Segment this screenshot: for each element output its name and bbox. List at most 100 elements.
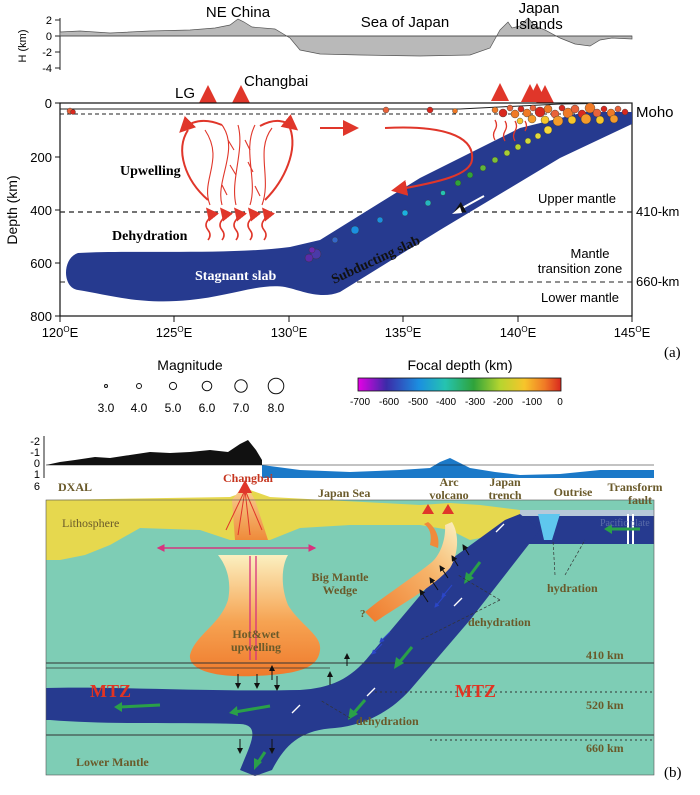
- label-dehydration-lower: dehydration: [356, 714, 419, 728]
- depth-colorbar-tick: -400: [436, 397, 456, 408]
- panel-b-land-profile: [46, 440, 262, 465]
- region-ne-china: NE China: [206, 4, 271, 21]
- depth-colorbar-tick: -600: [379, 397, 399, 408]
- depth-axis-label: Depth (km): [4, 175, 20, 244]
- depth-tick: 200: [30, 150, 52, 165]
- label-transform-line1: Transform: [607, 480, 662, 494]
- label-mtz-line2: transition zone: [538, 261, 623, 276]
- magnitude-value: 8.0: [268, 401, 285, 415]
- upwelling-return-right: [264, 127, 294, 201]
- panel-b-topo: -2 -1 0 1 6: [30, 436, 654, 493]
- arc-volcano-marker: [442, 504, 454, 514]
- magnitude-symbol: [136, 383, 142, 389]
- topo-tick: -2: [42, 47, 52, 59]
- panel-a: 2 0 -2 -4 H (km) NE China Sea of Japan J…: [4, 0, 681, 415]
- longitude-tick: 120OE: [42, 325, 79, 340]
- label-japan-sea: Japan Sea: [318, 486, 370, 500]
- magnitude-symbol: [267, 377, 285, 395]
- longitude-tick: 125OE: [156, 325, 193, 340]
- lithosphere: [46, 490, 520, 560]
- hot-wet-upwelling: [189, 555, 321, 677]
- label-660: 660-km: [636, 274, 679, 289]
- arc-magma-column: [365, 522, 458, 622]
- panel-label-b: (b): [664, 765, 682, 781]
- focal-depth-colorbar: [357, 377, 562, 392]
- panel-b: -2 -1 0 1 6: [30, 436, 682, 781]
- depth-colorbar-tick: -200: [493, 397, 513, 408]
- label-dehydration: Dehydration: [112, 229, 188, 244]
- topo-ylabel: H (km): [17, 30, 29, 63]
- magnitude-symbol: [234, 379, 248, 393]
- magnitude-title: Magnitude: [157, 357, 223, 373]
- topo-strip: 2 0 -2 -4 H (km) NE China Sea of Japan J…: [17, 0, 633, 75]
- depth-colorbar-tick: -700: [350, 397, 370, 408]
- magnitude-value: 4.0: [131, 401, 148, 415]
- longitude-tick: 135OE: [385, 325, 422, 340]
- label-hydration: hydration: [547, 581, 598, 595]
- trench-dehydration-marks: [492, 119, 528, 142]
- volcanoes: LG Changbai: [175, 73, 554, 103]
- depth-colorbar-tick: -100: [522, 397, 542, 408]
- changbai-feeder-lines: [225, 489, 263, 536]
- volcano-lg-marker: [199, 85, 217, 103]
- label-big-mantle-line1: Big Mantle: [312, 570, 370, 584]
- longitude-tick: 130OE: [271, 325, 308, 340]
- volcano-japan-marker: [536, 85, 554, 103]
- topo-tick: -4: [42, 63, 52, 75]
- panel-label-a: (a): [664, 345, 681, 361]
- depth-axis: 0 200 400 600 800 Depth (km): [4, 96, 60, 324]
- upwelling-arrow-right: [259, 114, 299, 131]
- label-hotwet-line1: Hot&wet: [232, 627, 279, 641]
- label-mtz-left: MTZ: [90, 681, 131, 701]
- dehydration-arrows: [205, 207, 275, 241]
- label-moho: Moho: [636, 104, 674, 121]
- arc-magma-conduit: [424, 522, 439, 548]
- right-labels: Moho Upper mantle 410-km Mantle transiti…: [538, 104, 680, 305]
- arc-volcano-marker: [422, 504, 434, 514]
- volcano-changbai-marker: [232, 85, 250, 103]
- panel-b-topo-tick: 1: [34, 469, 40, 481]
- slab-panel-b: [46, 514, 540, 776]
- region-sea-of-japan: Sea of Japan: [361, 14, 449, 31]
- focal-depth-title: Focal depth (km): [407, 357, 512, 373]
- magnitude-symbol: [201, 380, 213, 392]
- upwelling-arrow-left: [179, 115, 223, 133]
- volcano-japan-marker: [491, 83, 509, 101]
- label-410-km: 410 km: [586, 648, 624, 662]
- label-660-km: 660 km: [586, 741, 624, 755]
- wedge-flow-arrows: [371, 584, 453, 655]
- changbai-mound: [232, 483, 268, 540]
- slab-dehydration-arrows: [235, 544, 470, 754]
- magnitude-symbol: [168, 381, 178, 391]
- label-arc-line2: volcano: [429, 488, 468, 502]
- label-410: 410-km: [636, 204, 679, 219]
- label-changbai: Changbai: [223, 471, 274, 485]
- longitude-tick: 140OE: [500, 325, 537, 340]
- region-islands: Islands: [515, 16, 563, 33]
- magnitude-value: 7.0: [233, 401, 250, 415]
- volcano-label-lg: LG: [175, 85, 195, 102]
- green-flow-arrows: [119, 527, 640, 765]
- leader-lines: [319, 539, 586, 719]
- label-dehydration-upper: dehydration: [468, 615, 531, 629]
- label-big-mantle-line2: Wedge: [323, 583, 358, 597]
- label-lithosphere: Lithosphere: [62, 516, 119, 530]
- longitude-tick: 145OE: [614, 325, 651, 340]
- magnitude-symbol: [104, 384, 108, 388]
- label-mtz-right: MTZ: [455, 681, 496, 701]
- panel-b-sea-profile: [262, 458, 654, 478]
- label-trench-line1: Japan: [489, 475, 521, 489]
- magnitude-value: 5.0: [165, 401, 182, 415]
- label-mtz-line1: Mantle: [570, 246, 609, 261]
- depth-tick: 800: [30, 309, 52, 324]
- label-question: ?: [360, 608, 366, 620]
- topo-tick: 2: [46, 15, 52, 27]
- region-japan: Japan: [519, 0, 560, 17]
- label-520-km: 520 km: [586, 698, 624, 712]
- label-trench-line2: trench: [488, 488, 521, 502]
- green-flow-arrowheads: [114, 524, 612, 770]
- panel-b-depth-tick: 6: [34, 481, 40, 493]
- changbai-volcano-marker: [238, 480, 252, 493]
- depth-tick: 600: [30, 256, 52, 271]
- topo-ticks: 2 0 -2 -4: [42, 15, 60, 75]
